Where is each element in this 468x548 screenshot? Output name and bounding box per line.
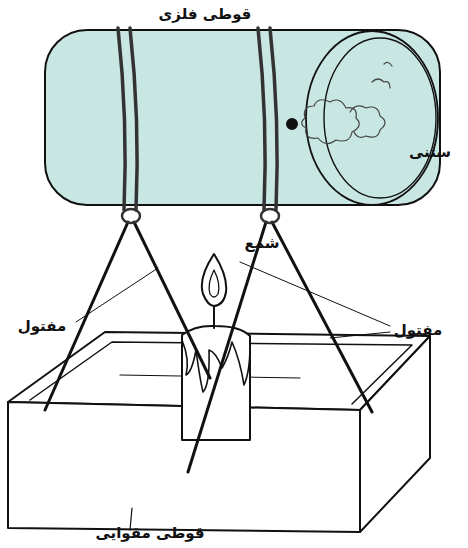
candle [182,254,250,440]
part-label: قوطی فلزی [159,5,252,23]
part-label: مفتول [394,321,443,339]
metal-can [45,30,440,205]
part-label: قوطی مقوایی [95,524,204,542]
part-label: مفتول [18,317,67,335]
part-label: ستنی [409,143,451,161]
part-label: شمع [244,234,279,252]
wire-stand [45,222,372,472]
wire-strap [118,28,279,223]
leader-line [76,262,390,338]
steam [302,62,392,143]
